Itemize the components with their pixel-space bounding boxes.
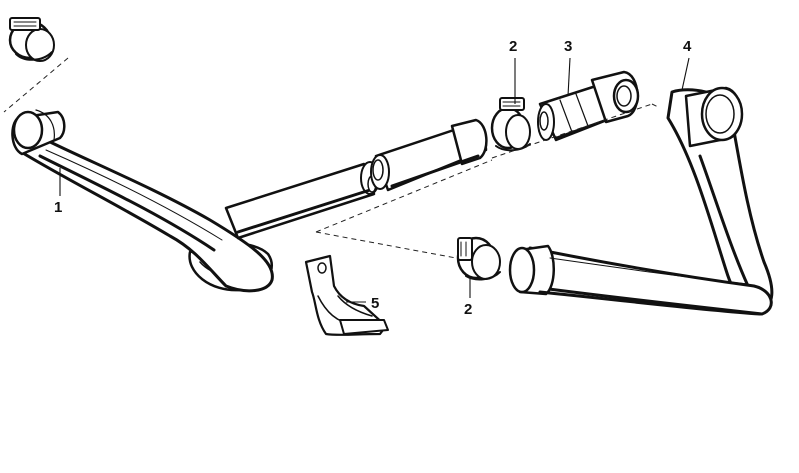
leader-dash-top-left [3, 57, 69, 113]
hose-segment-left [224, 161, 380, 240]
callout-5: 5 [371, 295, 379, 312]
hose-segment-right [370, 118, 488, 192]
callout-1: 1 [54, 199, 62, 216]
callout-4: 4 [683, 38, 692, 55]
leader-dash-lower [315, 231, 457, 259]
clamp-top-left [8, 17, 55, 62]
leader-4 [681, 57, 690, 91]
leader-dash-center [491, 103, 653, 159]
callout-3: 3 [564, 38, 572, 55]
callout-2a: 2 [509, 38, 517, 55]
hose-1 [11, 109, 274, 293]
leader-3 [567, 57, 571, 97]
leader-dash-center-tip [651, 103, 661, 109]
clamp-upper [490, 97, 531, 152]
t-connector [537, 70, 640, 142]
clamp-lower [456, 236, 501, 281]
bracket-5 [304, 254, 389, 336]
callout-2b: 2 [464, 301, 472, 318]
hose-4 [508, 86, 774, 316]
leader-dash-mid [315, 159, 493, 233]
